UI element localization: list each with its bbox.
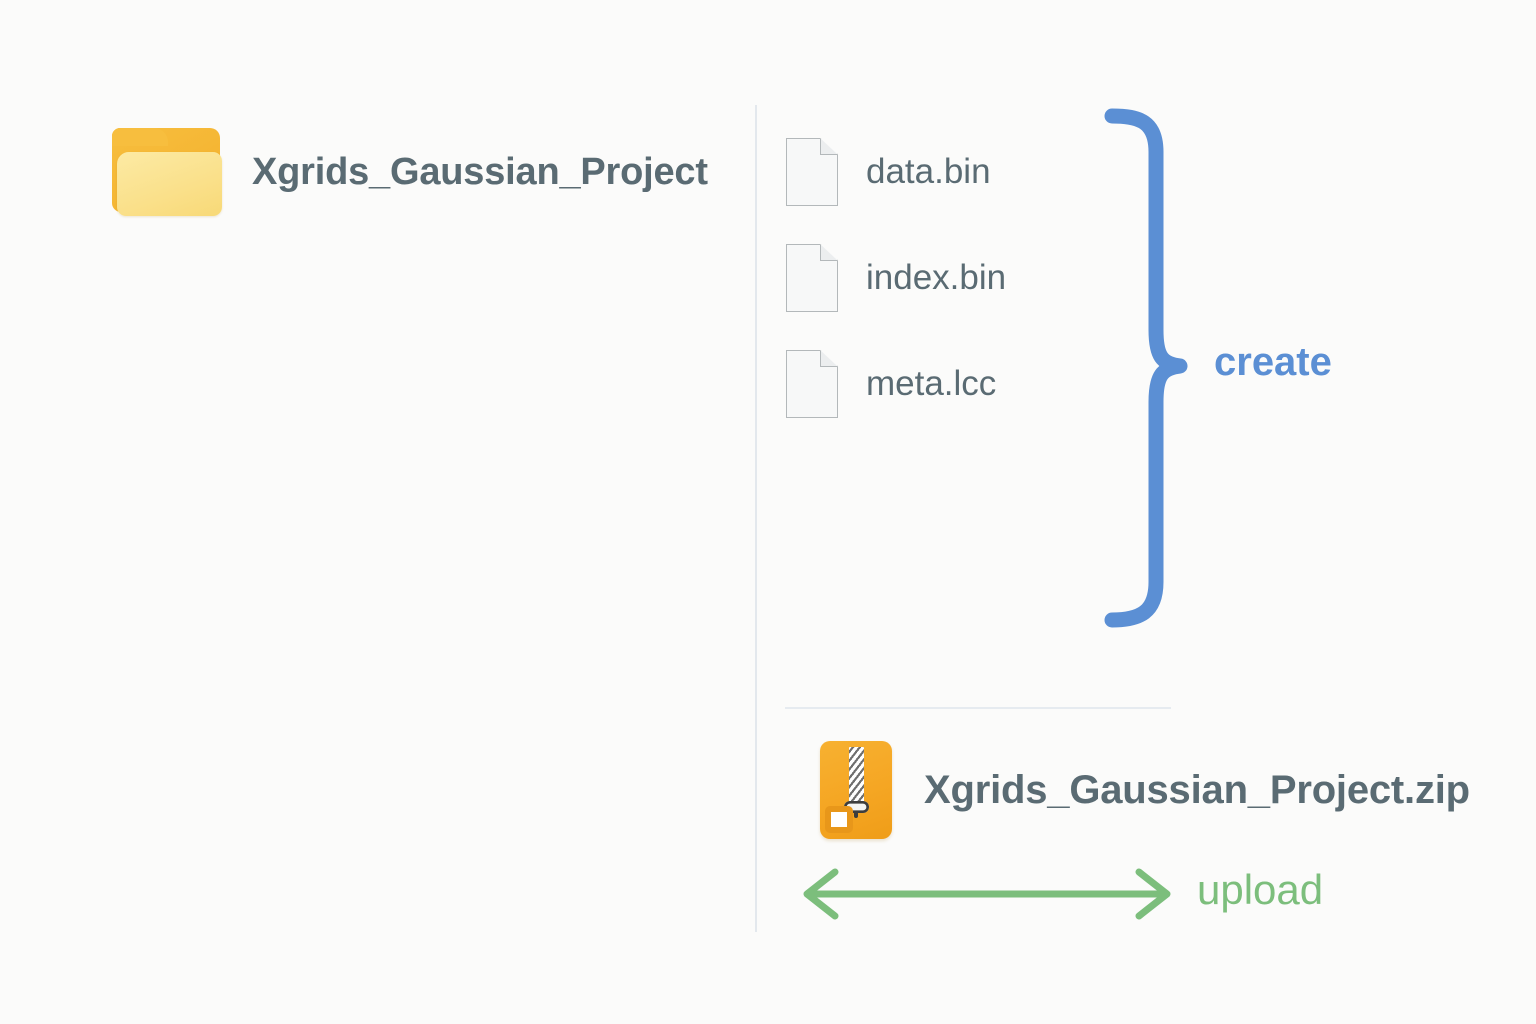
create-group: create — [1096, 108, 1456, 632]
upload-action-label: upload — [1197, 866, 1324, 913]
upload-group: upload — [793, 862, 1393, 928]
list-item[interactable]: data.bin — [786, 138, 1006, 206]
zipper-teeth-shape — [849, 747, 864, 805]
source-folder-row[interactable]: Xgrids_Gaussian_Project — [110, 128, 708, 216]
zip-file-label: Xgrids_Gaussian_Project.zip — [924, 767, 1470, 812]
vertical-divider — [755, 105, 757, 932]
double-headed-arrow-icon — [803, 868, 1171, 920]
source-folder-label: Xgrids_Gaussian_Project — [252, 150, 708, 193]
file-name-label: index.bin — [866, 258, 1007, 297]
file-list: data.bin index.bin meta.lcc — [786, 138, 1006, 418]
list-item[interactable]: meta.lcc — [786, 350, 1006, 418]
file-icon — [786, 138, 838, 206]
file-icon — [786, 244, 838, 312]
zip-archive-icon — [820, 741, 892, 839]
folder-tab-shape — [112, 128, 168, 146]
file-icon — [786, 350, 838, 418]
list-item[interactable]: index.bin — [786, 244, 1006, 312]
file-name-label: data.bin — [866, 152, 991, 191]
zip-z-glyph — [831, 812, 847, 827]
folder-front-shape — [117, 152, 222, 216]
section-divider — [785, 707, 1171, 709]
file-name-label: meta.lcc — [866, 364, 997, 403]
create-action-label: create — [1214, 340, 1332, 384]
curly-brace-icon — [1104, 108, 1188, 628]
zip-output-row[interactable]: Xgrids_Gaussian_Project.zip — [820, 741, 1470, 839]
zip-badge-shape — [825, 806, 853, 833]
folder-icon — [110, 128, 222, 216]
